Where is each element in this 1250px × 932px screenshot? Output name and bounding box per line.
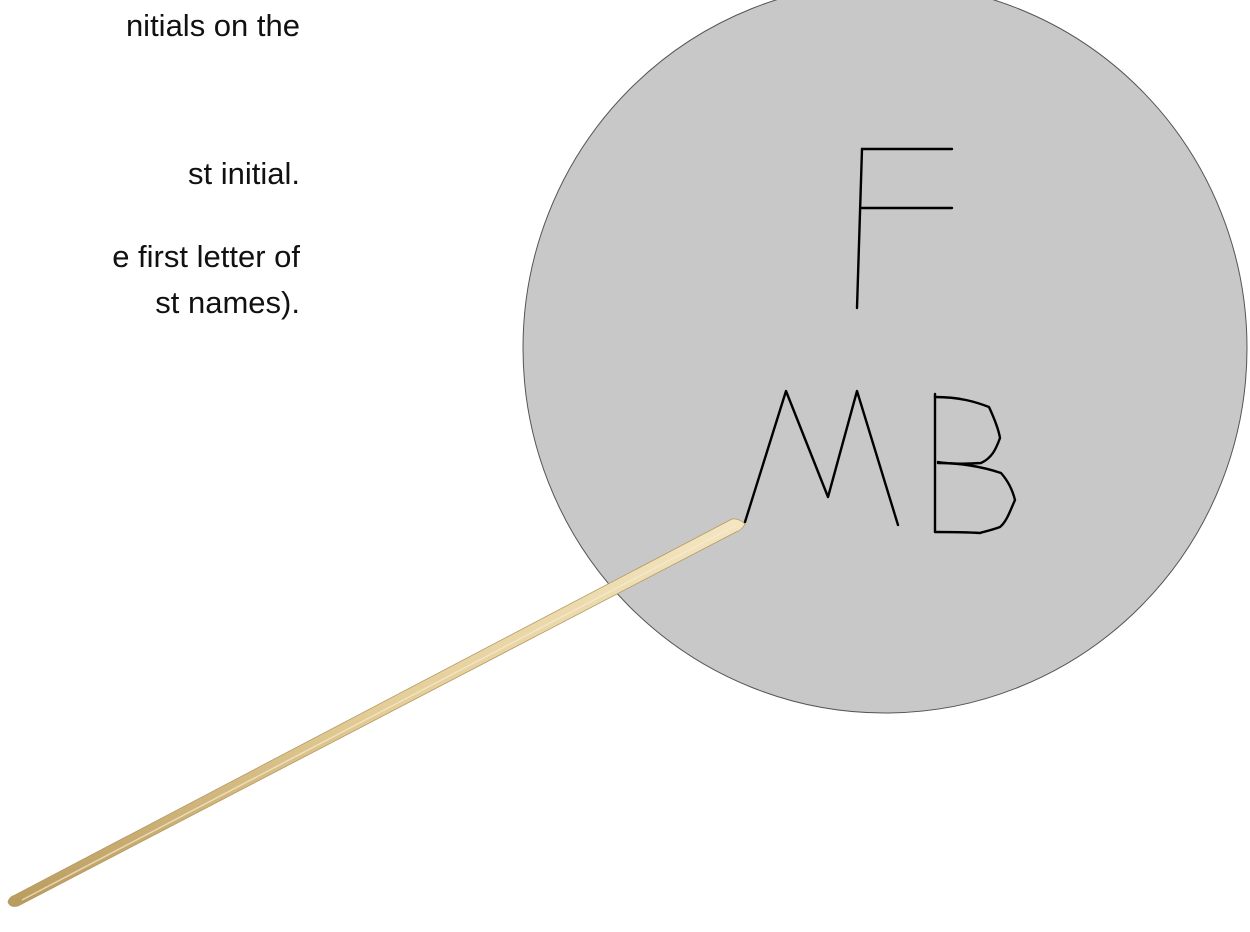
instruction-text: nitials on the st initial. e first lette… [0,0,300,360]
instruction-line-3: e first letter of [112,239,300,274]
disc [522,0,1248,714]
instruction-line-1: nitials on the [125,8,300,43]
instruction-line-2: st initial. [188,156,300,191]
letter-f [855,147,954,310]
initials-handwriting [743,147,1017,535]
toothpick-icon [7,518,746,907]
instruction-line-4: st names). [155,285,300,320]
letter-b [933,392,1017,535]
letter-m [743,389,900,527]
